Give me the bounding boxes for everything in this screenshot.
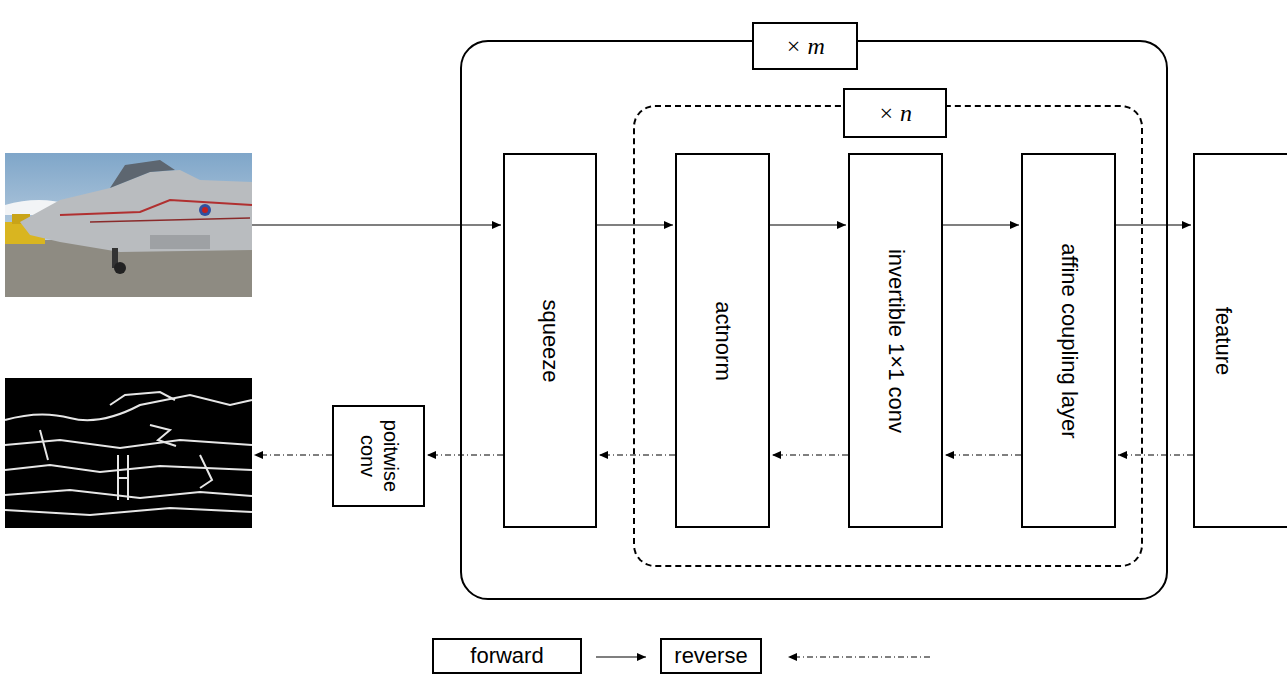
repeat-count: × m <box>752 22 858 70</box>
reverse-arrow <box>599 454 675 455</box>
edge-map <box>5 378 252 528</box>
box-label: affine coupling layer <box>1056 243 1081 438</box>
process-box: poitwise conv <box>332 405 425 507</box>
box-label: invertible 1×1 conv <box>883 248 908 432</box>
forward-arrow <box>1116 224 1191 225</box>
process-box: invertible 1×1 conv <box>848 153 943 528</box>
reverse-arrow <box>1118 454 1193 455</box>
process-box: squeeze <box>503 153 597 528</box>
output-arrow <box>254 454 332 455</box>
reverse-arrow <box>427 454 503 455</box>
box-label: poitwise conv <box>356 413 402 499</box>
feature-box: feature <box>1193 153 1287 528</box>
legend-entry: forward <box>432 638 582 674</box>
forward-arrow <box>597 224 673 225</box>
repeat-count: × n <box>843 88 947 138</box>
process-box: actnorm <box>675 153 770 528</box>
legend-entry: reverse <box>660 638 762 674</box>
process-box: affine coupling layer <box>1021 153 1116 528</box>
repeat-step: × nactnorminvertible 1×1 convaffine coup… <box>633 105 1143 567</box>
forward-arrow <box>943 224 1019 225</box>
legend-reverse-sample <box>788 656 930 657</box>
reverse-arrow <box>945 454 1021 455</box>
box-label: feature <box>1210 306 1235 375</box>
box-label: actnorm <box>710 301 735 380</box>
box-label: squeeze <box>537 299 562 382</box>
repeat-block: × m× nactnorminvertible 1×1 convaffine c… <box>460 40 1168 600</box>
input-photo <box>5 153 252 297</box>
reverse-arrow <box>772 454 848 455</box>
legend-forward-sample <box>596 656 646 657</box>
input-arrow <box>252 224 501 225</box>
forward-arrow <box>770 224 846 225</box>
